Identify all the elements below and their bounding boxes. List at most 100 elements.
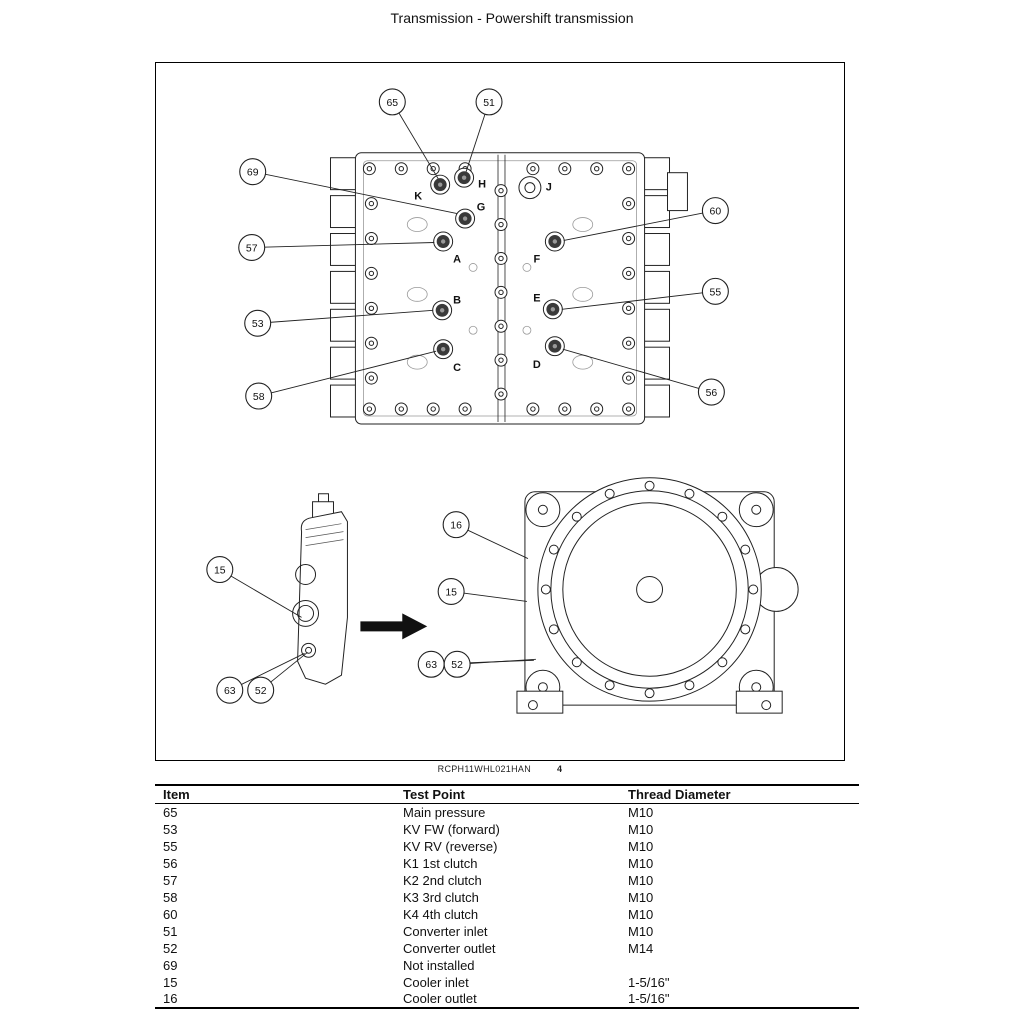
direction-arrow-icon (360, 613, 428, 640)
table-cell: 16 (163, 991, 178, 1006)
table-cell: 56 (163, 855, 178, 871)
table-row: 60 K4 4th clutch M10 (155, 906, 859, 923)
table-cell: 52 (163, 940, 178, 956)
table-cell: 55 (163, 838, 178, 854)
table-cell: M10 (628, 872, 654, 888)
figure-frame: K H J G A F B E C D 65 51 69 57 60 53 55… (155, 62, 845, 761)
callout-56: 56 (562, 348, 725, 406)
callout-52-housing: 52 (443, 650, 536, 678)
table-cell: M10 (628, 923, 654, 939)
callout-65: 65 (378, 88, 439, 179)
svg-text:65: 65 (386, 98, 398, 109)
table-cell: K2 2nd clutch (403, 872, 482, 888)
svg-text:55: 55 (710, 287, 722, 298)
table-cell: 65 (163, 804, 178, 820)
table-cell: M10 (628, 821, 654, 837)
side-view-callouts: 15 63 52 (206, 556, 308, 704)
svg-text:56: 56 (706, 388, 718, 399)
port-letter-K: K (414, 191, 422, 203)
svg-text:52: 52 (255, 686, 267, 697)
figure-caption: RCPH11WHL021HAN 4 (155, 764, 845, 774)
port-letter-E: E (533, 292, 540, 304)
housing-callouts: 16 15 63 52 (417, 511, 536, 678)
table-cell: Not installed (403, 957, 475, 973)
port-letter-A: A (453, 253, 461, 265)
table-cell: M10 (628, 804, 654, 820)
callout-60: 60 (563, 197, 729, 241)
callout-58: 58 (245, 350, 437, 410)
port-letter-G: G (477, 202, 486, 214)
callout-53: 53 (244, 309, 434, 337)
table-header-row: Item Test Point Thread Diameter (155, 785, 859, 804)
table-cell: M10 (628, 855, 654, 871)
figure-svg: K H J G A F B E C D 65 51 69 57 60 53 55… (206, 88, 799, 714)
callout-55: 55 (561, 277, 729, 310)
table-cell: KV FW (forward) (403, 821, 500, 837)
table-cell: 57 (163, 872, 178, 888)
table-cell: M14 (628, 940, 654, 956)
col-header-item: Item (155, 785, 395, 804)
table-cell: Converter outlet (403, 940, 496, 956)
test-point-table: Item Test Point Thread Diameter 65 Main p… (155, 784, 859, 1009)
callout-63-side: 63 (216, 652, 305, 704)
table-row: 65 Main pressure M10 (155, 804, 859, 821)
port-letter-J: J (546, 182, 552, 194)
table-row: 69 Not installed (155, 957, 859, 974)
table-cell: Cooler inlet (403, 974, 469, 990)
svg-text:57: 57 (246, 243, 258, 254)
svg-text:15: 15 (445, 587, 457, 598)
port-letter-B: B (453, 294, 461, 306)
table-cell (620, 957, 859, 974)
callout-51: 51 (465, 88, 503, 172)
valve-body-passages (406, 217, 594, 370)
table-row: 51 Converter inlet M10 (155, 923, 859, 940)
svg-text:69: 69 (247, 168, 259, 179)
port-letter-C: C (453, 362, 461, 374)
table-cell: KV RV (reverse) (403, 838, 498, 854)
table-cell: M10 (628, 838, 654, 854)
svg-text:53: 53 (252, 319, 264, 330)
figure-ref: RCPH11WHL021HAN (437, 764, 532, 774)
svg-text:63: 63 (224, 686, 236, 697)
table-cell: 1-5/16" (628, 991, 670, 1006)
table-cell: 51 (163, 923, 178, 939)
table-cell: 58 (163, 889, 178, 905)
callout-52-side: 52 (247, 651, 308, 704)
callout-15-side: 15 (206, 556, 302, 618)
svg-text:60: 60 (710, 207, 722, 218)
figure-number: 4 (557, 764, 563, 774)
svg-text:58: 58 (253, 392, 265, 403)
table-row: 57 K2 2nd clutch M10 (155, 872, 859, 889)
table-cell: 15 (163, 974, 178, 990)
svg-text:16: 16 (450, 521, 462, 532)
svg-text:63: 63 (425, 660, 437, 671)
sight-glass-j (518, 176, 542, 200)
table-cell: 69 (163, 957, 178, 973)
table-cell: M10 (628, 906, 654, 922)
port-letter-H: H (478, 179, 486, 191)
svg-text:15: 15 (214, 566, 226, 577)
valve-body-diagram: K H J G A F B E C D (329, 152, 688, 425)
callout-15-housing: 15 (437, 577, 527, 605)
page-title: Transmission - Powershift transmission (390, 10, 634, 26)
table-row: 55 KV RV (reverse) M10 (155, 838, 859, 855)
port-letter-F: F (534, 253, 541, 265)
housing-diagram (516, 477, 799, 714)
table-cell: Converter inlet (403, 923, 488, 939)
callout-69: 69 (239, 158, 458, 215)
callout-63-housing: 63 (417, 650, 534, 678)
table-cell: K4 4th clutch (403, 906, 479, 922)
table-cell: M10 (628, 889, 654, 905)
table-cell: 60 (163, 906, 178, 922)
callout-57: 57 (238, 233, 435, 261)
callout-16-housing: 16 (442, 511, 529, 559)
port-letter-D: D (533, 359, 541, 371)
table-cell: Main pressure (403, 804, 486, 820)
